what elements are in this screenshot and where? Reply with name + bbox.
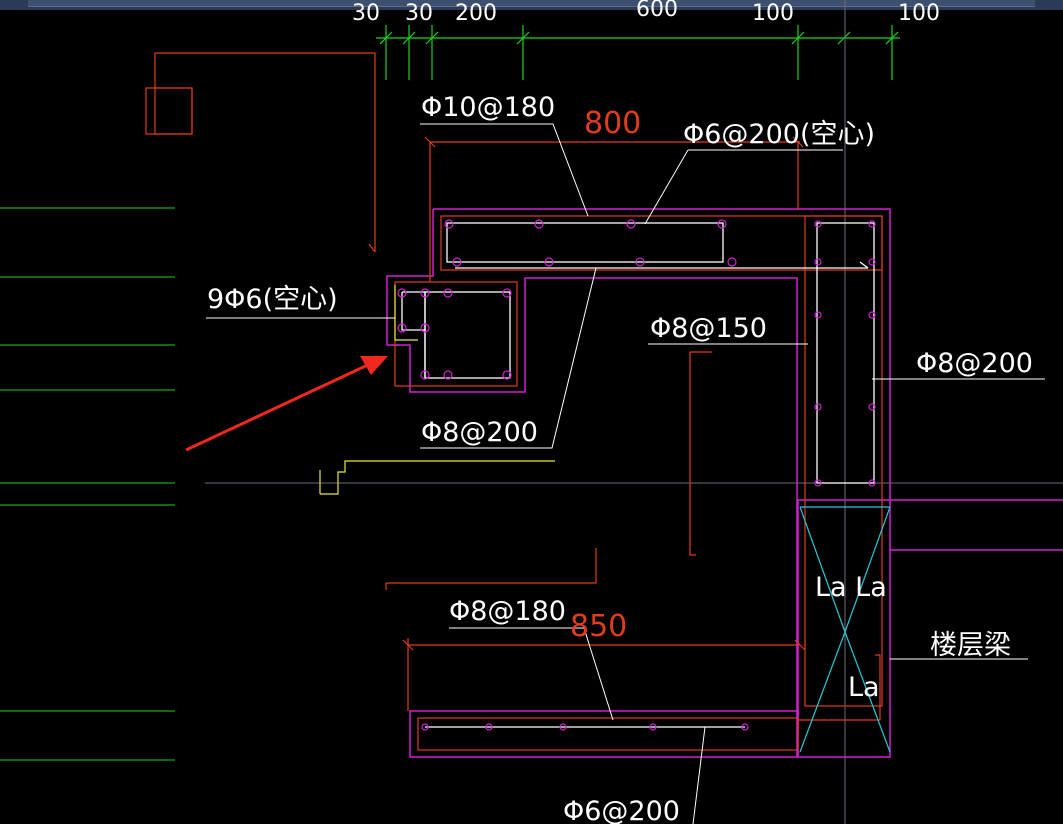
label-phi8-200-right: Φ8@200 [916,348,1033,379]
dim-800: 800 [584,106,641,141]
top-dimension-labels: 30 30 200 600 100 100 [352,0,940,26]
label-phi6-200-bottom: Φ6@200 [563,796,680,824]
label-la-la: La La [815,572,887,603]
leader-lines [206,123,1045,824]
dim-200: 200 [455,1,497,26]
label-phi8-200-mid: Φ8@200 [421,417,538,448]
dim-850: 850 [570,609,627,644]
dim-600: 600 [636,0,678,22]
lap-marks [799,506,891,753]
dim-100-a: 100 [752,1,794,26]
label-la: La [848,672,880,703]
rebar-dots [397,219,876,731]
label-phi8-150: Φ8@150 [650,313,767,344]
dim-100-b: 100 [898,1,940,26]
cad-toolbar [0,0,1063,10]
toolbar-strip [28,0,1035,7]
stirrups-white [401,222,875,728]
section-outline [386,208,1063,758]
red-arrow [185,356,388,452]
label-phi6-200-hollow: Φ6@200(空心) [683,119,875,150]
label-phi10-180: Φ10@180 [421,92,555,123]
yellow-lines [319,285,555,495]
dim-30-b: 30 [405,1,433,26]
red-detail-topleft [145,52,376,253]
axis-lines [205,0,1063,824]
label-floor-beam: 楼层梁 [930,630,1011,661]
rebar-red [385,136,883,751]
top-dimension-chain [376,25,900,80]
label-phi8-180: Φ8@180 [449,596,566,627]
label-9phi6-hollow: 9Φ6(空心) [207,284,338,315]
left-grid-lines [0,207,175,761]
dim-30-a: 30 [352,1,380,26]
